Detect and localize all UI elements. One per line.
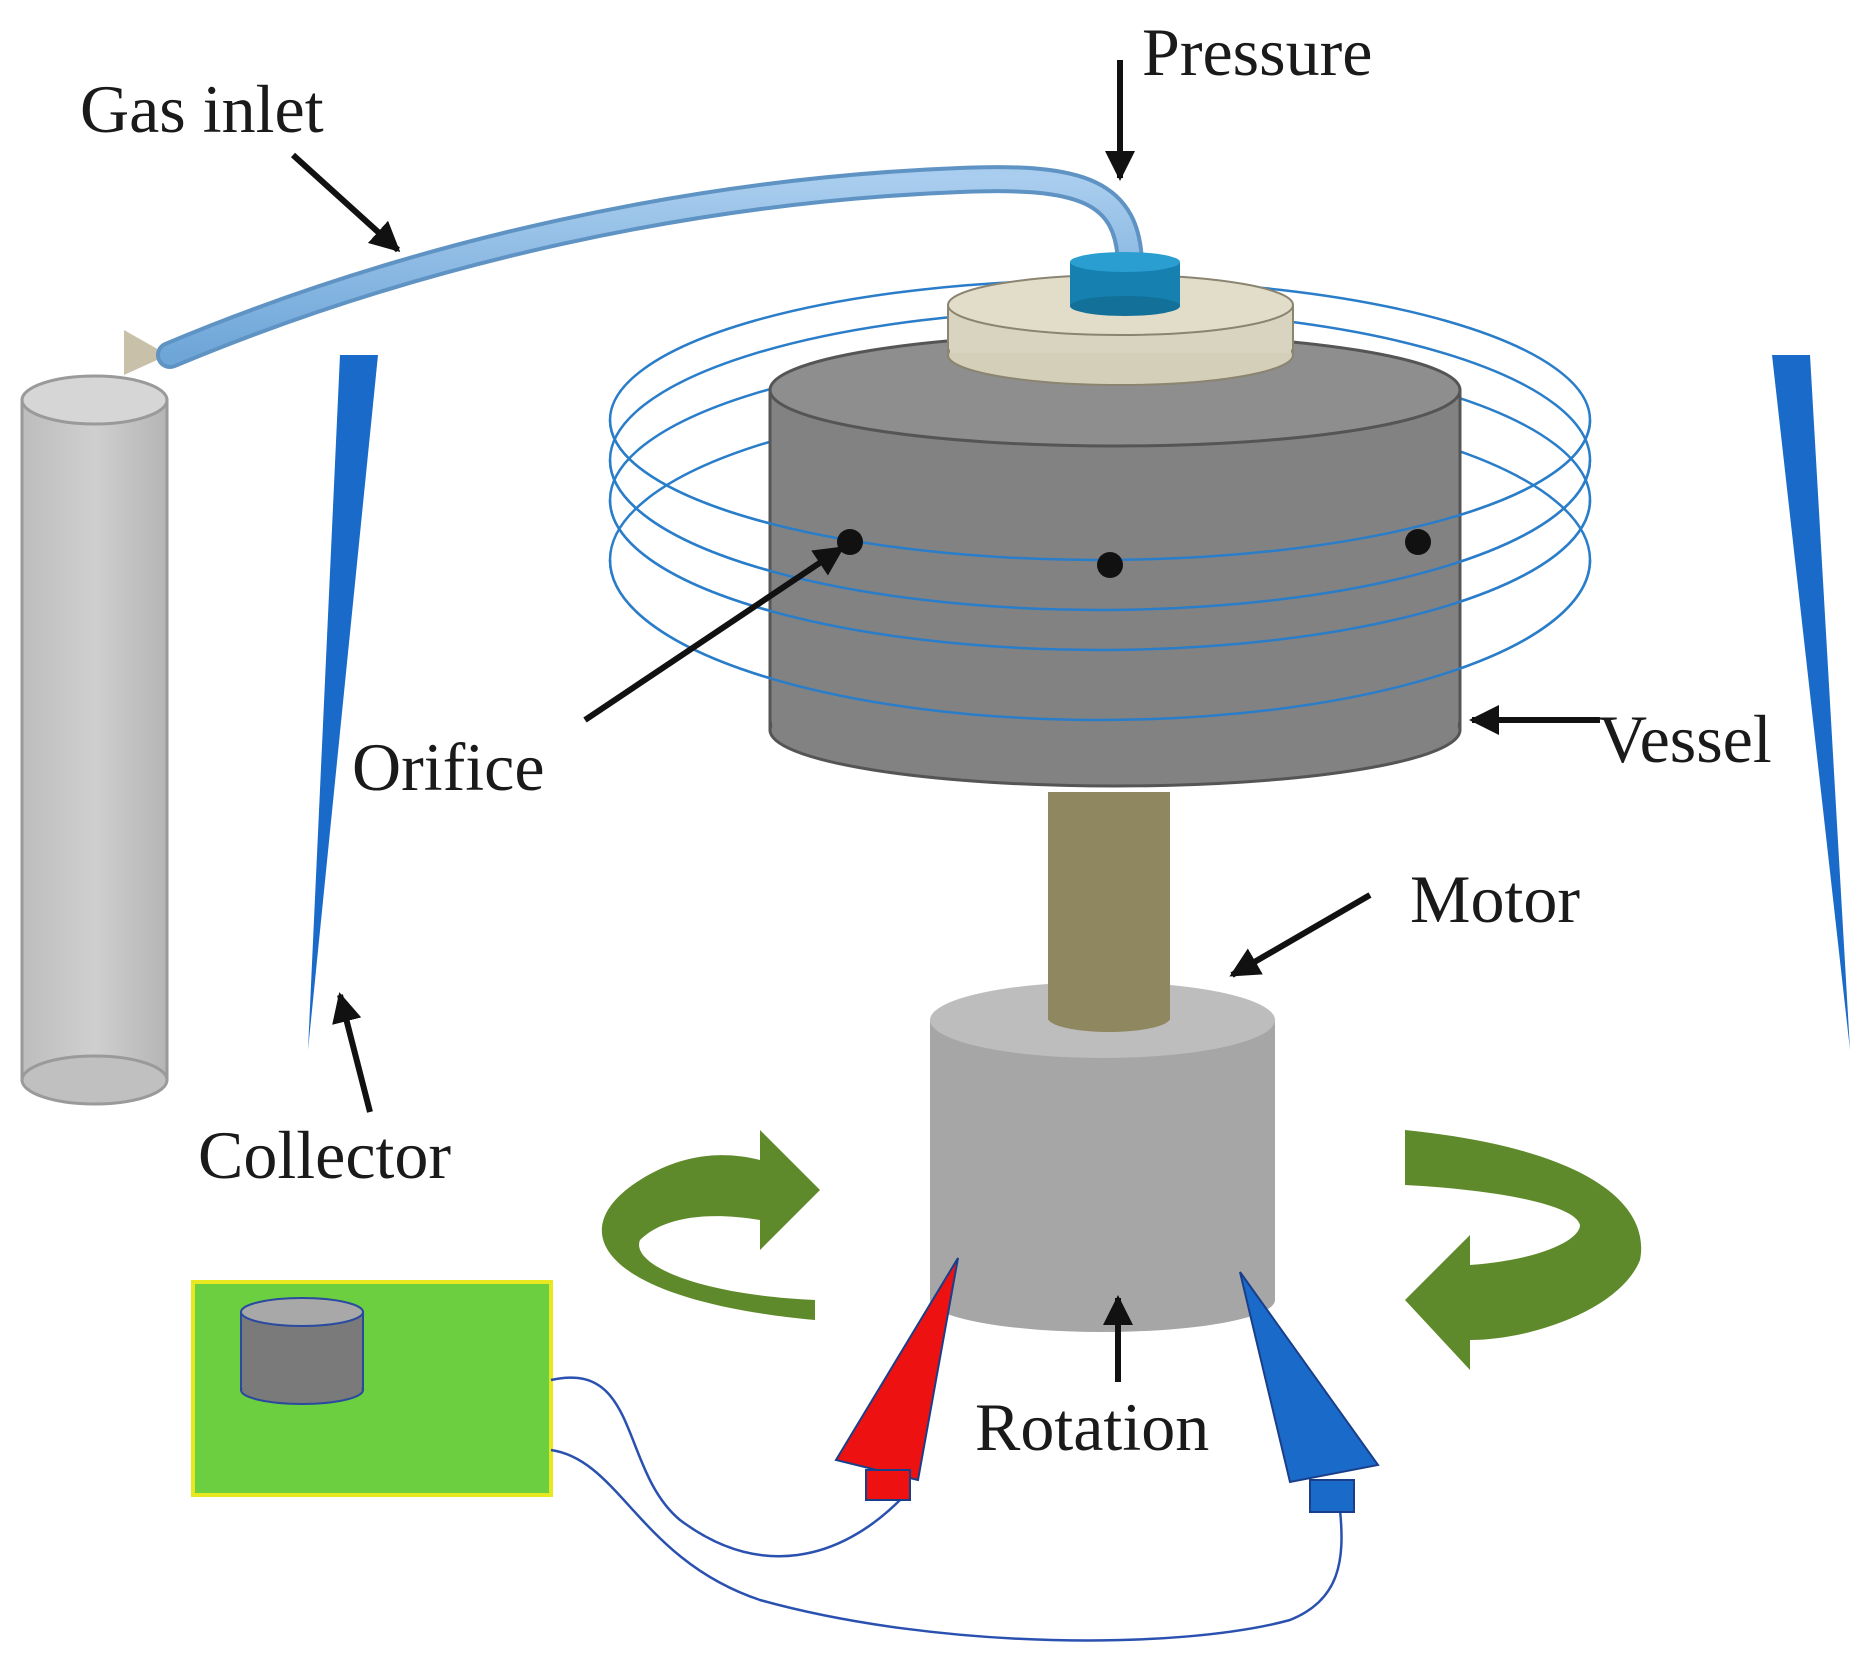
rotation-arrow-right — [1405, 1130, 1642, 1370]
rotation-arrow-left — [601, 1130, 820, 1320]
orifice-hole — [1097, 552, 1123, 578]
tank-valve — [124, 330, 168, 375]
label-gas-inlet: Gas inlet — [80, 71, 324, 147]
gas-inlet-cap — [1070, 252, 1180, 316]
label-vessel: Vessel — [1598, 701, 1772, 777]
power-supply — [191, 1280, 553, 1497]
label-rotation: Rotation — [975, 1389, 1209, 1465]
electrode-positive — [834, 1257, 959, 1501]
gas-inlet-arrow — [290, 152, 401, 253]
collector-arrow — [332, 992, 373, 1113]
motor — [930, 960, 1275, 1332]
vessel — [768, 332, 1462, 788]
orifice-arrow — [583, 545, 845, 723]
electrode-negative — [1239, 1271, 1380, 1513]
label-pressure: Pressure — [1142, 14, 1372, 90]
label-motor: Motor — [1410, 861, 1580, 937]
wires — [550, 1376, 1343, 1642]
label-collector: Collector — [198, 1117, 451, 1193]
collector-left — [308, 355, 378, 1050]
collector-right — [1772, 355, 1850, 1050]
motor-arrow — [1229, 892, 1372, 978]
pointer-arrows — [290, 60, 1600, 1382]
orifice-hole — [1405, 529, 1431, 555]
label-orifice: Orifice — [352, 729, 545, 805]
gas-tank — [20, 374, 169, 1106]
